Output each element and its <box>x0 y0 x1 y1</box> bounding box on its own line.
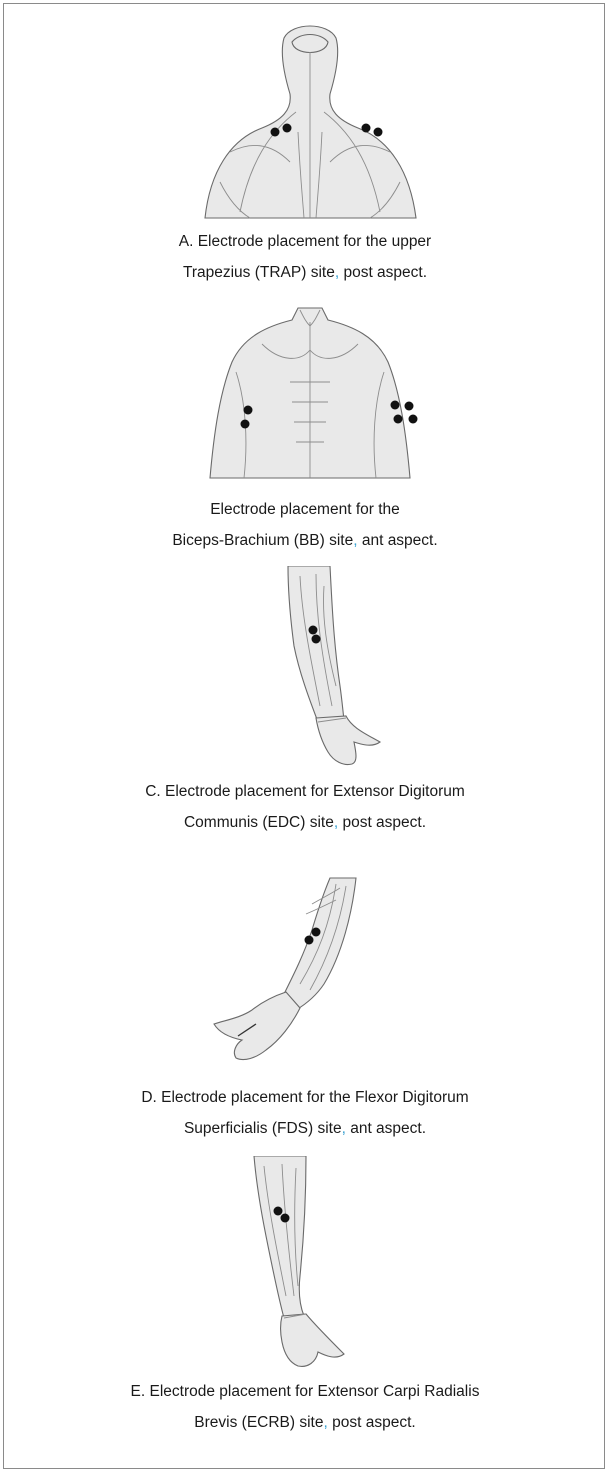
caption-a-line1: A. Electrode placement for the upper <box>0 226 610 257</box>
caption-c-line2: Communis (EDC) site, post aspect. <box>0 807 610 838</box>
electrode-dot <box>283 124 292 133</box>
caption-b: Electrode placement for the Biceps-Brach… <box>0 494 610 556</box>
electrode-dot <box>305 936 314 945</box>
electrode-dot <box>274 1207 283 1216</box>
figure-a-trapezius-illustration <box>0 12 610 222</box>
caption-c-line1: C. Electrode placement for Extensor Digi… <box>0 776 610 807</box>
caption-b-line2: Biceps-Brachium (BB) site, ant aspect. <box>0 525 610 556</box>
caption-a-line2: Trapezius (TRAP) site, post aspect. <box>0 257 610 288</box>
caption-d-line1: D. Electrode placement for the Flexor Di… <box>0 1082 610 1113</box>
figure-c-edc-illustration <box>0 566 610 766</box>
electrode-dot <box>405 402 414 411</box>
electrode-dot <box>271 128 280 137</box>
electrode-dot <box>241 420 250 429</box>
electrode-dot <box>362 124 371 133</box>
caption-a: A. Electrode placement for the upper Tra… <box>0 226 610 288</box>
caption-c: C. Electrode placement for Extensor Digi… <box>0 776 610 838</box>
caption-e: E. Electrode placement for Extensor Carp… <box>0 1376 610 1438</box>
caption-e-line1: E. Electrode placement for Extensor Carp… <box>0 1376 610 1407</box>
figure-b-biceps-illustration <box>0 302 610 480</box>
figure-e-ecrb-illustration <box>0 1156 610 1370</box>
electrode-dot <box>312 635 321 644</box>
caption-e-line2: Brevis (ECRB) site, post aspect. <box>0 1407 610 1438</box>
electrode-dot <box>374 128 383 137</box>
figure-d-fds-illustration <box>0 874 610 1074</box>
caption-d-line2: Superficialis (FDS) site, ant aspect. <box>0 1113 610 1144</box>
electrode-dot <box>244 406 253 415</box>
electrode-dot <box>409 415 418 424</box>
caption-b-line1: Electrode placement for the <box>0 494 610 525</box>
electrode-dot <box>312 928 321 937</box>
electrode-dot <box>391 401 400 410</box>
electrode-dot <box>309 626 318 635</box>
caption-d: D. Electrode placement for the Flexor Di… <box>0 1082 610 1144</box>
electrode-dot <box>394 415 403 424</box>
electrode-dot <box>281 1214 290 1223</box>
